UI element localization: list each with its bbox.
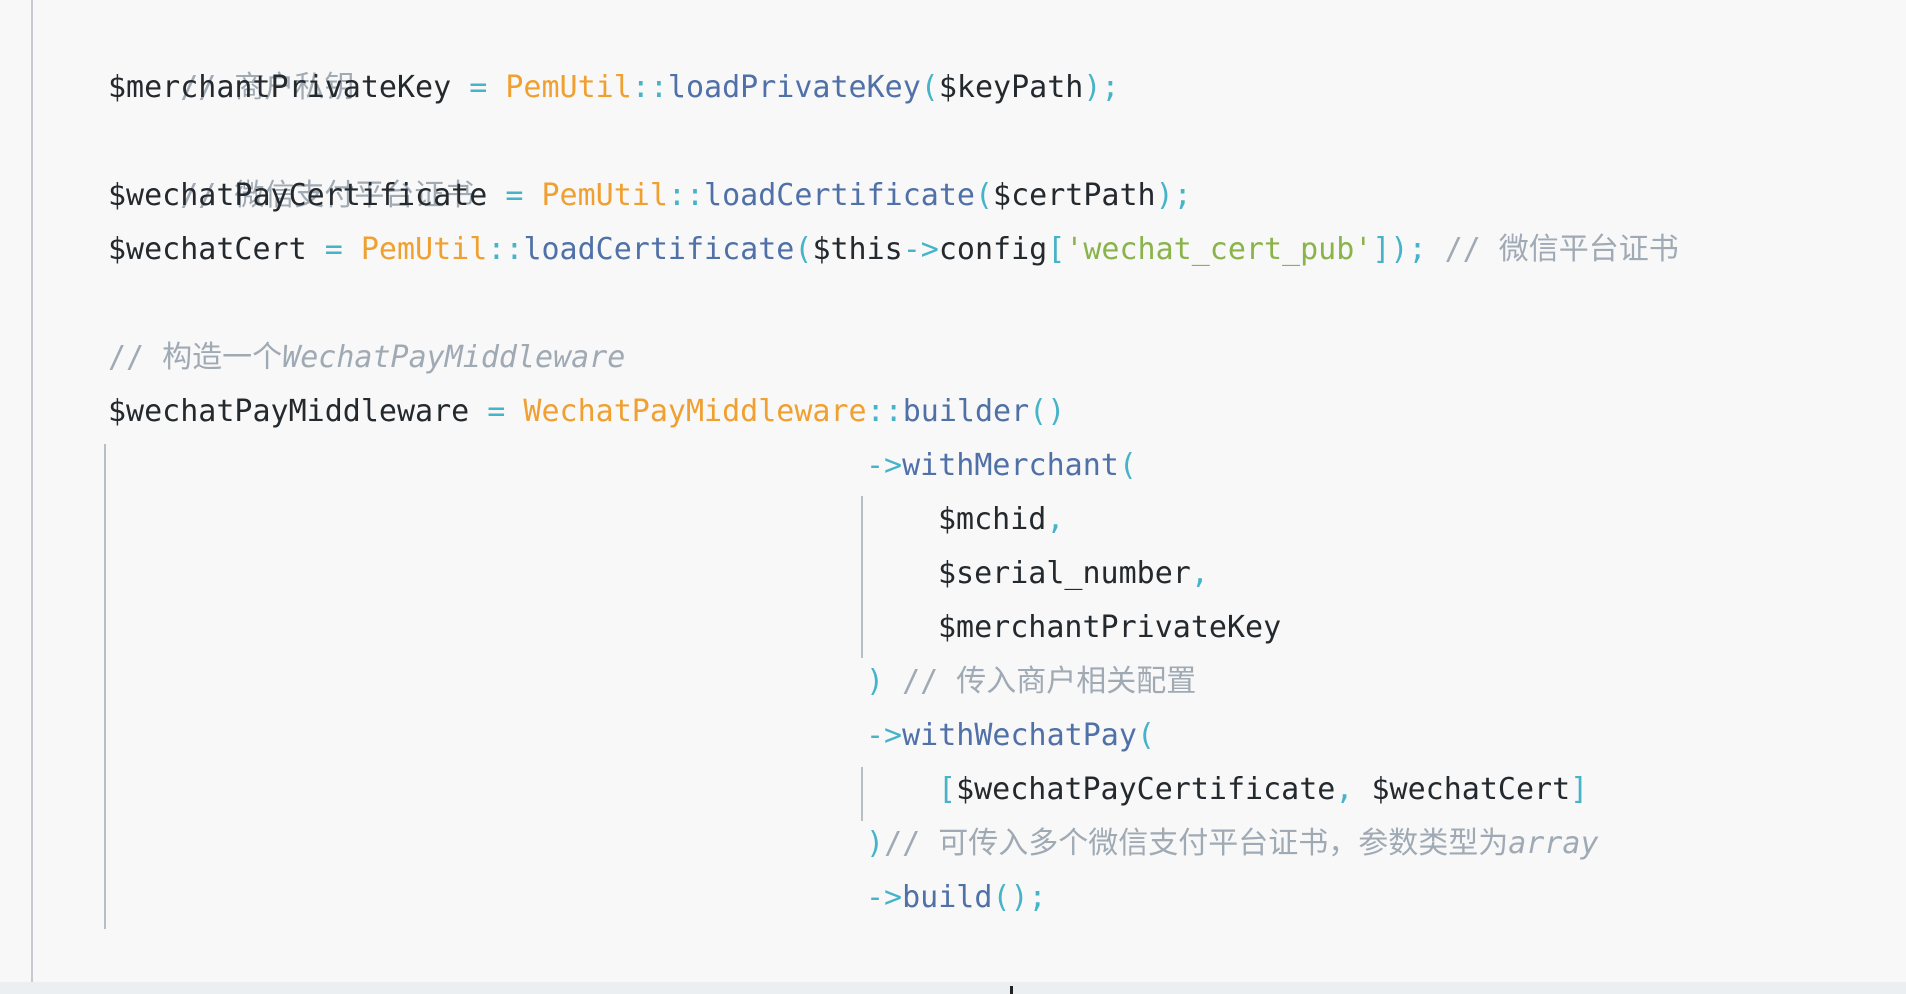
argument: $certPath — [993, 178, 1156, 213]
string-literal: 'wechat_cert_pub' — [1065, 232, 1373, 267]
function-name: build — [902, 880, 993, 915]
next-block-edge — [0, 982, 1906, 994]
scope-operator: :: — [866, 394, 903, 429]
variable: $merchantPrivateKey — [938, 610, 1282, 645]
scope-operator: :: — [667, 178, 705, 213]
code-line-1: // 商户私钥 — [108, 7, 354, 105]
comma: , — [1190, 556, 1209, 591]
bracket: ] — [1570, 772, 1589, 807]
class-name: WechatPayMiddleware — [523, 394, 867, 429]
bracket: [ — [938, 772, 957, 807]
function-name: builder — [902, 394, 1030, 429]
paren: () — [1029, 394, 1066, 429]
variable: $wechatPayMiddleware — [108, 394, 470, 429]
operator: = — [451, 70, 506, 105]
comment: // 构造一个 — [108, 340, 283, 375]
code-line-7: // 构造一个WechatPayMiddleware — [108, 331, 625, 385]
paren: ); — [1083, 70, 1120, 105]
function-name: withWechatPay — [902, 718, 1137, 753]
code-line-15: [$wechatPayCertificate, $wechatCert] — [938, 763, 1588, 817]
code-line-4: $wechatPayCertificate = PemUtil::loadCer… — [108, 169, 1192, 223]
comma: , — [1335, 772, 1372, 807]
operator: = — [306, 232, 361, 267]
comment: // 微信平台证书 — [1426, 232, 1679, 267]
class-name: PemUtil — [505, 70, 632, 105]
arrow-operator: -> — [866, 448, 903, 483]
paren: ( — [920, 70, 939, 105]
class-name: PemUtil — [360, 232, 488, 267]
code-line-13: ) // 传入商户相关配置 — [866, 655, 1196, 709]
function-name: loadCertificate — [704, 178, 975, 213]
comment: // 商户私钥 — [180, 70, 355, 105]
code-line-10: $mchid, — [938, 493, 1064, 547]
text-cursor — [1010, 986, 1013, 994]
paren: ); — [1155, 178, 1192, 213]
indent-guide — [104, 444, 106, 929]
arrow-operator: -> — [902, 232, 939, 267]
comment: // 可传入多个微信支付平台证书，参数类型为 — [884, 826, 1509, 861]
code-line-14: ->withWechatPay( — [866, 709, 1155, 763]
comment-italic: WechatPayMiddleware — [282, 340, 626, 375]
class-name: PemUtil — [541, 178, 668, 213]
comma: , — [1046, 502, 1065, 537]
paren: ( — [1118, 448, 1137, 483]
comment-italic: array — [1508, 826, 1599, 861]
code-line-5: $wechatCert = PemUtil::loadCertificate($… — [108, 223, 1679, 277]
operator: = — [487, 178, 542, 213]
code-line-11: $serial_number, — [938, 547, 1209, 601]
function-name: loadCertificate — [523, 232, 795, 267]
variable: $mchid — [938, 502, 1047, 537]
comment: // 传入商户相关配置 — [884, 664, 1197, 699]
paren: (); — [992, 880, 1047, 915]
indent-guide — [861, 767, 863, 821]
comment: // 微信支付平台证书 — [180, 178, 475, 213]
paren: ( — [794, 232, 813, 267]
property: config — [938, 232, 1048, 267]
paren: ( — [974, 178, 994, 213]
variable: $wechatCert — [1371, 772, 1571, 807]
indent-guide — [861, 496, 863, 658]
variable: $wechatPayCertificate — [108, 178, 488, 213]
variable: $wechatPayCertificate — [956, 772, 1336, 807]
variable: $merchantPrivateKey — [108, 70, 452, 105]
code-line-9: ->withMerchant( — [866, 439, 1137, 493]
function-name: loadPrivateKey — [667, 70, 921, 105]
code-line-3: // 微信支付平台证书 — [108, 115, 474, 213]
function-name: withMerchant — [902, 448, 1119, 483]
argument: $keyPath — [938, 70, 1084, 105]
paren: ( — [1136, 718, 1155, 753]
arrow-operator: -> — [866, 880, 903, 915]
code-line-17: ->build(); — [866, 871, 1047, 925]
paren: ) — [866, 826, 885, 861]
code-line-12: $merchantPrivateKey — [938, 601, 1281, 655]
editor-gutter-line — [31, 0, 33, 994]
this-keyword: $this — [812, 232, 903, 267]
scope-operator: :: — [631, 70, 668, 105]
scope-operator: :: — [487, 232, 524, 267]
code-line-2: $merchantPrivateKey = PemUtil::loadPriva… — [108, 61, 1119, 115]
bracket: [ — [1047, 232, 1066, 267]
arrow-operator: -> — [866, 718, 903, 753]
code-line-16: )// 可传入多个微信支付平台证书，参数类型为array — [866, 817, 1599, 871]
code-line-8: $wechatPayMiddleware = WechatPayMiddlewa… — [108, 385, 1065, 439]
paren: ) — [866, 664, 885, 699]
variable: $wechatCert — [108, 232, 307, 267]
variable: $serial_number — [938, 556, 1191, 591]
operator: = — [469, 394, 524, 429]
bracket: ]); — [1372, 232, 1427, 267]
